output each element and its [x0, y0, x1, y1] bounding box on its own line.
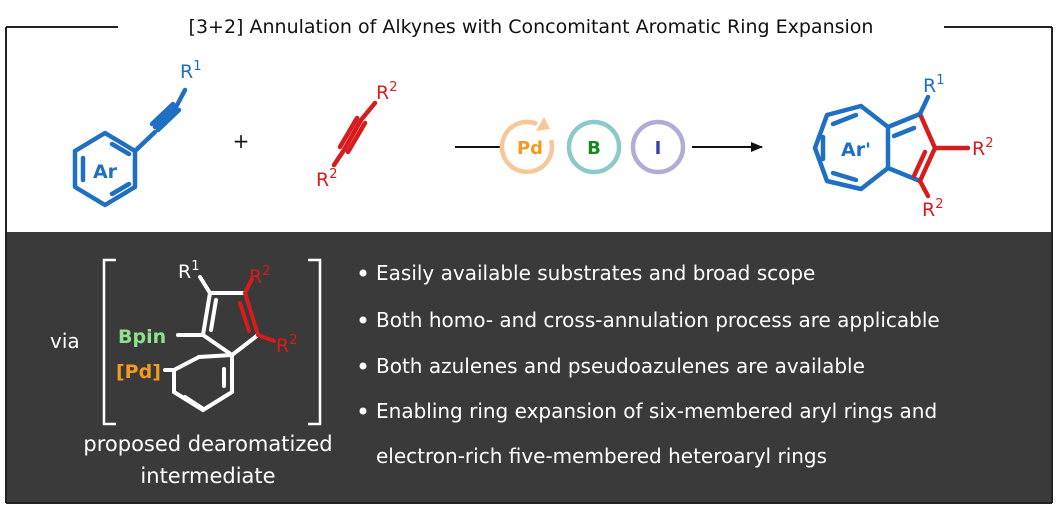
boron-badge: B — [566, 119, 622, 175]
reactant1-ring-label: Ar — [93, 161, 118, 183]
reactant-alkyne — [331, 100, 378, 168]
intermediate-r2-right: R2 — [276, 333, 297, 357]
pd-label: Pd — [517, 138, 543, 159]
via-label: via — [50, 329, 80, 353]
feature-bullets: Easily available substrates and broad sc… — [359, 261, 940, 468]
outer-frame — [5, 26, 1053, 504]
plus-sign: + — [233, 129, 250, 153]
reactant2-r2-top: R2 — [376, 80, 397, 104]
product-r2-bottom: R2 — [922, 197, 943, 221]
intermediate-r1: R1 — [178, 259, 199, 283]
bullet-item-2: Both homo- and cross-annulation process … — [376, 308, 940, 332]
reactant2-r2-bottom: R2 — [316, 167, 337, 191]
bullet-dot — [359, 362, 367, 370]
iodine-label: I — [655, 138, 662, 159]
bullet-dot — [359, 316, 367, 324]
pd-intermediate-label: [Pd] — [116, 361, 161, 383]
bullet-item-4-continued: electron-rich five-membered heteroaryl r… — [376, 444, 827, 468]
bullet-item-3: Both azulenes and pseudoazulenes are ava… — [376, 354, 865, 378]
pd-catalyst-badge: Pd — [499, 117, 555, 175]
intermediate-brackets — [102, 258, 322, 426]
reactant-aryl-alkyne — [72, 87, 188, 208]
product-r1: R1 — [923, 73, 944, 97]
iodine-badge: I — [630, 119, 686, 175]
intermediate-caption-line1: proposed dearomatized — [83, 432, 332, 456]
reactant1-r1: R1 — [180, 59, 201, 83]
intermediate-caption-line2: intermediate — [140, 464, 275, 488]
product-azulene — [812, 94, 971, 199]
intermediate-structure — [163, 275, 276, 412]
bullet-item-1: Easily available substrates and broad sc… — [376, 261, 815, 285]
intermediate-r2-top: R2 — [249, 264, 270, 288]
bullet-item-4: Enabling ring expansion of six-membered … — [376, 399, 937, 423]
bpin-label: Bpin — [118, 326, 166, 348]
bullet-dot — [359, 407, 367, 415]
product-ring-label: Ar' — [841, 139, 871, 161]
boron-label: B — [587, 138, 601, 159]
bullet-dot — [359, 269, 367, 277]
figure-title: [3+2] Annulation of Alkynes with Concomi… — [189, 16, 874, 38]
product-r2-right: R2 — [972, 136, 993, 160]
